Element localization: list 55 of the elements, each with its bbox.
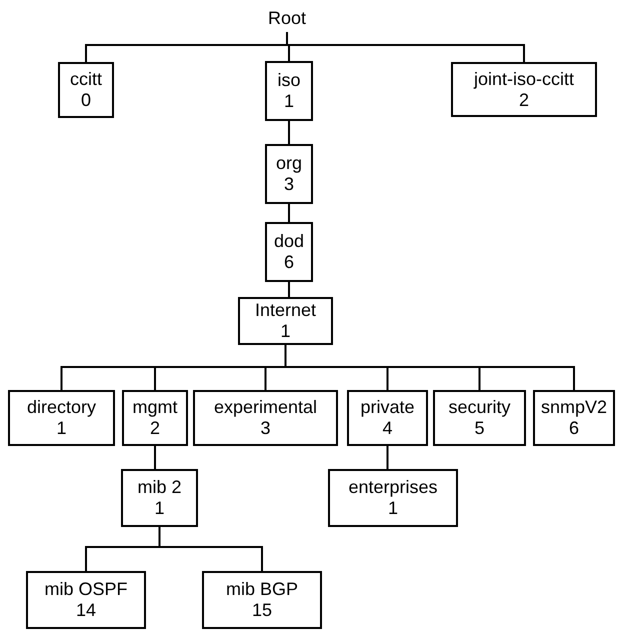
node-number: 14 xyxy=(76,600,96,621)
node-box xyxy=(265,61,313,121)
node-name: dod xyxy=(274,231,304,252)
node-box xyxy=(122,390,188,446)
node-number: 1 xyxy=(280,321,290,342)
node-name: joint-iso-ccitt xyxy=(474,68,574,90)
connector-line xyxy=(288,204,290,222)
connector-line xyxy=(288,282,290,297)
node-number: 4 xyxy=(382,418,392,439)
node-name: mib BGP xyxy=(226,579,298,600)
node-name: snmpV2 xyxy=(540,397,608,418)
node-name: Internet xyxy=(254,300,316,321)
node-name: ccitt xyxy=(70,69,102,90)
node-number: 3 xyxy=(260,418,270,439)
node-number: 2 xyxy=(150,418,160,439)
node-box xyxy=(265,144,313,204)
connector-line xyxy=(154,446,156,469)
node-box xyxy=(193,390,338,446)
connector-line xyxy=(386,446,388,469)
node-number: 1 xyxy=(154,498,164,519)
node-number: 1 xyxy=(284,91,294,112)
node-number: 5 xyxy=(474,418,484,439)
node-box xyxy=(265,222,313,282)
node-number: 1 xyxy=(56,418,66,439)
node-name: experimental xyxy=(214,397,318,418)
node-number: 15 xyxy=(252,600,272,621)
node-name: iso xyxy=(277,70,300,91)
node-name: org xyxy=(276,153,302,174)
node-box xyxy=(58,62,114,118)
node-number: 6 xyxy=(284,252,294,273)
node-number: 0 xyxy=(80,90,91,111)
connector-line xyxy=(284,345,575,390)
node-name: mib OSPF xyxy=(44,579,128,600)
node-box xyxy=(26,571,146,629)
node-box xyxy=(202,571,322,629)
node-name: private xyxy=(360,397,415,418)
node-box xyxy=(238,297,333,345)
node-box xyxy=(121,469,198,527)
node-name: mib 2 xyxy=(137,477,182,498)
node-name: enterprises xyxy=(348,477,438,498)
node-number: 6 xyxy=(568,418,579,439)
connector-line xyxy=(288,121,290,144)
node-box xyxy=(8,390,115,446)
node-box xyxy=(433,390,526,446)
node-box xyxy=(328,469,458,527)
node-name: security xyxy=(448,397,510,418)
node-name: mgmt xyxy=(132,397,178,418)
node-box xyxy=(451,62,597,117)
connector-line xyxy=(158,527,263,571)
node-number: 3 xyxy=(284,174,294,195)
node-box xyxy=(533,390,615,446)
node-box xyxy=(347,390,428,446)
node-number: 1 xyxy=(388,498,398,519)
node-name: directory xyxy=(26,397,96,418)
node-number: 2 xyxy=(518,90,529,110)
